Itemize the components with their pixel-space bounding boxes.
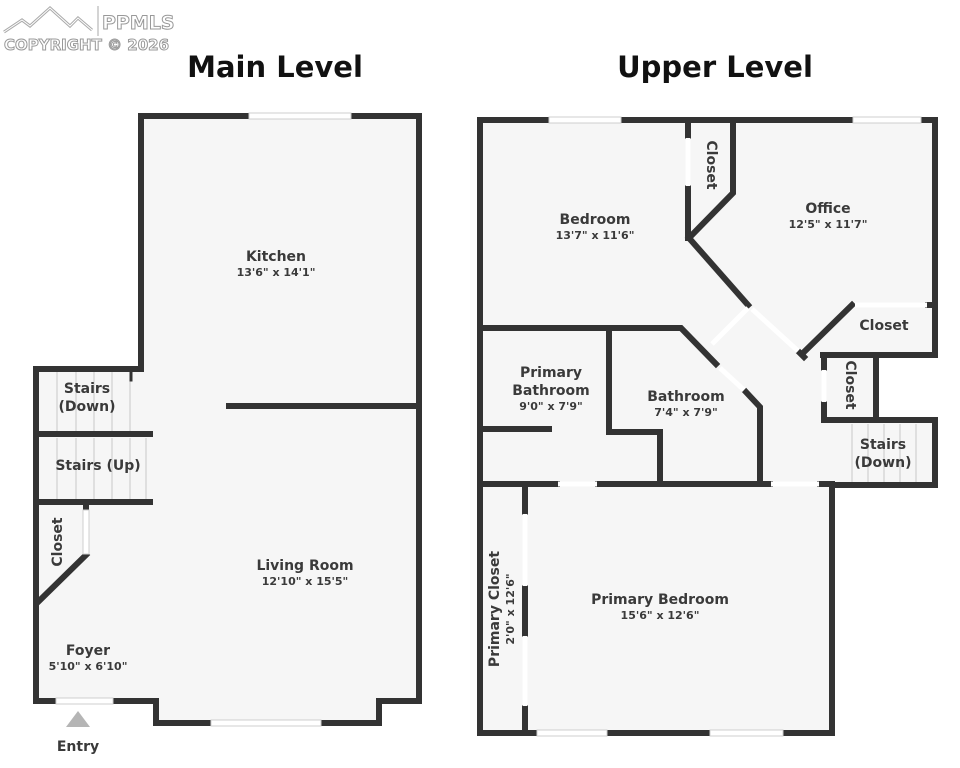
room-name: Living Room (256, 558, 354, 574)
ppmls-watermark: PPMLS COPYRIGHT © 2026 (2, 2, 192, 55)
room-stairs-up: Stairs (Up) (55, 457, 140, 475)
upper-stairs-treads (851, 424, 917, 482)
room-foyer: Foyer 5'10" x 6'10" (49, 642, 128, 674)
upper-level-title: Upper Level (617, 50, 813, 84)
room-name-line1: Stairs (859, 437, 907, 453)
main-level-floor (36, 116, 419, 723)
watermark-copyright: COPYRIGHT © 2026 (3, 36, 170, 55)
room-name: Stairs (Up) (55, 458, 141, 474)
room-dims: 12'10" x 15'5" (261, 575, 349, 588)
main-level-walls (33, 113, 422, 726)
room-dims: 13'6" x 14'1" (236, 266, 316, 279)
room-office: Office 12'5" x 11'7" (789, 200, 868, 232)
room-primary-bedroom: Primary Bedroom 15'6" x 12'6" (591, 591, 729, 623)
room-name-line2: (Down) (58, 399, 116, 415)
room-primary-closet: Primary Closet 2'0" x 12'6" (486, 551, 518, 667)
entry-label: Entry (56, 739, 100, 755)
room-bedroom: Bedroom 13'7" x 11'6" (556, 211, 635, 243)
room-name-line1: Stairs (63, 381, 111, 397)
room-dims: 15'6" x 12'6" (620, 609, 700, 622)
room-name-line1: Primary (519, 365, 583, 381)
room-closet-bedroom: Closet (702, 140, 720, 189)
room-closet-main: Closet (49, 517, 67, 566)
room-name: Bedroom (559, 212, 631, 228)
room-name-line2: Bathroom (512, 383, 590, 399)
room-dims: 12'5" x 11'7" (788, 218, 868, 231)
room-dims: 9'0" x 7'9" (519, 400, 583, 413)
room-kitchen: Kitchen 13'6" x 14'1" (237, 248, 316, 280)
room-name-line2: (Down) (854, 455, 912, 471)
room-stairs-down-upper: Stairs (Down) (855, 436, 912, 472)
room-living-room: Living Room 12'10" x 15'5" (256, 557, 353, 589)
mountain-logo-icon (3, 5, 99, 36)
room-closet-office: Closet (859, 317, 908, 335)
room-name: Office (805, 201, 851, 217)
room-primary-bathroom: Primary Bathroom 9'0" x 7'9" (512, 364, 590, 414)
room-name: Primary Closet (487, 550, 503, 668)
room-dims: 2'0" x 12'6" (504, 573, 517, 645)
room-dims: 5'10" x 6'10" (48, 660, 128, 673)
upper-level-windows (522, 116, 927, 737)
main-stairs-treads (56, 372, 147, 500)
room-dims: 13'7" x 11'6" (555, 229, 635, 242)
room-name: Primary Bedroom (591, 592, 729, 608)
upper-level-walls (477, 117, 938, 736)
entry-arrow-icon (66, 711, 90, 727)
main-level-windows (55, 112, 352, 727)
room-name: Kitchen (245, 249, 307, 265)
room-stairs-down-main: Stairs (Down) (59, 380, 116, 416)
room-name: Foyer (65, 643, 111, 659)
room-name: Bathroom (647, 389, 725, 405)
room-name: Closet (50, 517, 66, 567)
room-bathroom: Bathroom 7'4" x 7'9" (647, 388, 725, 420)
upper-level-floor (480, 120, 935, 733)
room-name: Closet (859, 318, 909, 334)
room-closet-hall: Closet (841, 360, 859, 409)
room-name: Closet (703, 140, 719, 190)
main-level-title: Main Level (187, 50, 363, 84)
watermark-brand: PPMLS (102, 12, 176, 35)
room-name: Closet (842, 360, 858, 410)
room-dims: 7'4" x 7'9" (654, 406, 718, 419)
